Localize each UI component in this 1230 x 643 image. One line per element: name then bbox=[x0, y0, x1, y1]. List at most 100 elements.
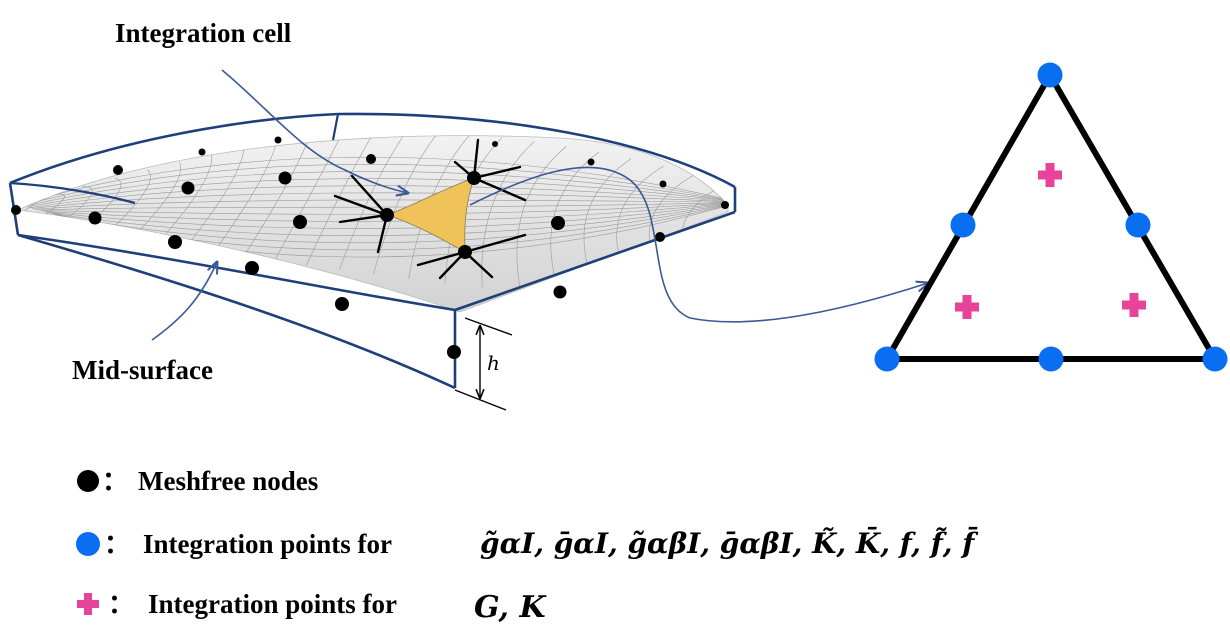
mesh-line bbox=[107, 169, 151, 234]
mesh-line bbox=[52, 203, 728, 244]
mid-surface-label: Mid-surface bbox=[72, 355, 213, 385]
thickness-indicator: h bbox=[454, 317, 513, 411]
meshfree-node bbox=[655, 232, 665, 242]
legend-colon-1: ： bbox=[102, 467, 128, 496]
blue-integration-point bbox=[1202, 346, 1228, 372]
blue-integration-point-set bbox=[874, 62, 1228, 372]
mesh-line bbox=[20, 164, 728, 207]
meshfree-node bbox=[11, 205, 21, 215]
meshfree-node bbox=[181, 181, 195, 195]
meshfree-node bbox=[551, 216, 565, 230]
mesh-line bbox=[132, 161, 181, 238]
mesh-line bbox=[26, 178, 728, 208]
meshfree-node bbox=[198, 148, 206, 156]
thickness-label: h bbox=[487, 351, 500, 375]
mesh-line bbox=[40, 202, 728, 215]
legend-colon-2: ： bbox=[104, 530, 130, 559]
spoke-line bbox=[416, 250, 467, 267]
legend: ： Meshfree nodes ： Integration points fo… bbox=[76, 466, 979, 625]
mesh-line bbox=[274, 135, 341, 261]
mesh-line bbox=[306, 135, 374, 266]
mid-surface bbox=[16, 135, 729, 313]
mesh-line bbox=[35, 199, 728, 210]
meshfree-node bbox=[721, 201, 729, 209]
integration-cell-callout-arrow bbox=[221, 69, 408, 193]
spoke-line bbox=[350, 174, 389, 217]
meshfree-node bbox=[467, 171, 481, 185]
meshfree-node bbox=[335, 297, 349, 311]
cell-to-triangle-connector bbox=[469, 166, 928, 323]
blue-term: K̃, bbox=[811, 527, 856, 560]
blue-integration-point bbox=[1037, 62, 1063, 88]
blue-term: K̄, bbox=[855, 526, 900, 560]
meshfree-node bbox=[659, 180, 667, 188]
meshfree-node bbox=[113, 165, 123, 175]
legend-blue-point-icon bbox=[76, 532, 100, 556]
pink-integration-point bbox=[1122, 293, 1146, 317]
pink-integration-point bbox=[955, 295, 979, 319]
legend-colon-3: ： bbox=[108, 590, 134, 619]
meshfree-node-set bbox=[11, 136, 729, 359]
spoke-line bbox=[333, 194, 389, 217]
integration-triangle bbox=[874, 62, 1228, 372]
meshfree-node bbox=[293, 215, 307, 229]
blue-term: f̄ bbox=[960, 526, 979, 560]
shell-body bbox=[8, 112, 737, 390]
blue-integration-point bbox=[1038, 346, 1064, 372]
pink-integration-point bbox=[1038, 163, 1062, 187]
mesh-line bbox=[18, 156, 728, 206]
mesh-line bbox=[23, 171, 728, 207]
blue-integration-point bbox=[874, 346, 900, 372]
blue-integration-point bbox=[1125, 212, 1151, 238]
meshfree-node bbox=[380, 208, 394, 222]
blue-integration-point bbox=[950, 212, 976, 238]
blue-term: g̃αI, bbox=[480, 527, 554, 560]
mesh-line bbox=[32, 192, 728, 209]
meshfree-node bbox=[553, 285, 567, 299]
blue-term: f̃, bbox=[929, 527, 963, 560]
pink-term: G, bbox=[474, 590, 519, 625]
integration-cell-label: Integration cell bbox=[115, 18, 292, 48]
mid-surface-callout-arrow bbox=[151, 262, 217, 341]
blue-term: f, bbox=[898, 527, 931, 560]
shell-top-back-edge bbox=[9, 112, 736, 189]
meshfree-node bbox=[458, 245, 472, 259]
mesh-line bbox=[243, 138, 309, 257]
legend-blue-points-terms: g̃αI, ḡαI, g̃αβI, ḡαβI, K̃, K̄, f, f̃, f… bbox=[480, 526, 979, 560]
mesh-line bbox=[214, 143, 277, 252]
shell-front-bottom-edge bbox=[17, 233, 456, 390]
mesh-line bbox=[49, 203, 728, 236]
blue-term: ḡαβI, bbox=[720, 527, 812, 560]
meshfree-node bbox=[168, 235, 182, 249]
meshfree-node bbox=[492, 141, 498, 147]
legend-pink-points-label: Integration points for bbox=[148, 589, 397, 619]
mesh-line bbox=[185, 148, 245, 248]
meshfree-node bbox=[274, 136, 282, 144]
pink-integration-point-set bbox=[955, 163, 1146, 319]
meshfree-node bbox=[587, 158, 595, 166]
legend-pink-points-terms: G, K bbox=[474, 590, 547, 625]
meshfree-node bbox=[366, 154, 376, 164]
mesh-line bbox=[158, 154, 213, 243]
meshfree-node bbox=[88, 211, 102, 225]
shell-back-corner-edge bbox=[331, 113, 340, 141]
pink-term: K bbox=[518, 590, 547, 625]
legend-blue-points-label: Integration points for bbox=[143, 529, 392, 559]
spoke-line bbox=[472, 165, 522, 180]
integration-cell-patch bbox=[385, 177, 475, 253]
mesh-line bbox=[37, 202, 728, 211]
legend-pink-point-icon bbox=[77, 593, 99, 615]
shell-front-top-edge bbox=[17, 210, 736, 312]
mesh-line bbox=[46, 203, 728, 229]
shell-left-inner-edge bbox=[9, 181, 136, 205]
legend-black-node-icon bbox=[77, 470, 99, 492]
mesh-line bbox=[516, 145, 567, 293]
spoke-line bbox=[338, 213, 389, 224]
blue-term: g̃αβI, bbox=[627, 527, 719, 560]
legend-meshfree-nodes-label: Meshfree nodes bbox=[138, 466, 318, 496]
mesh-line bbox=[29, 185, 728, 209]
blue-term: ḡαI, bbox=[554, 527, 628, 560]
triangle-outline bbox=[884, 72, 1218, 362]
